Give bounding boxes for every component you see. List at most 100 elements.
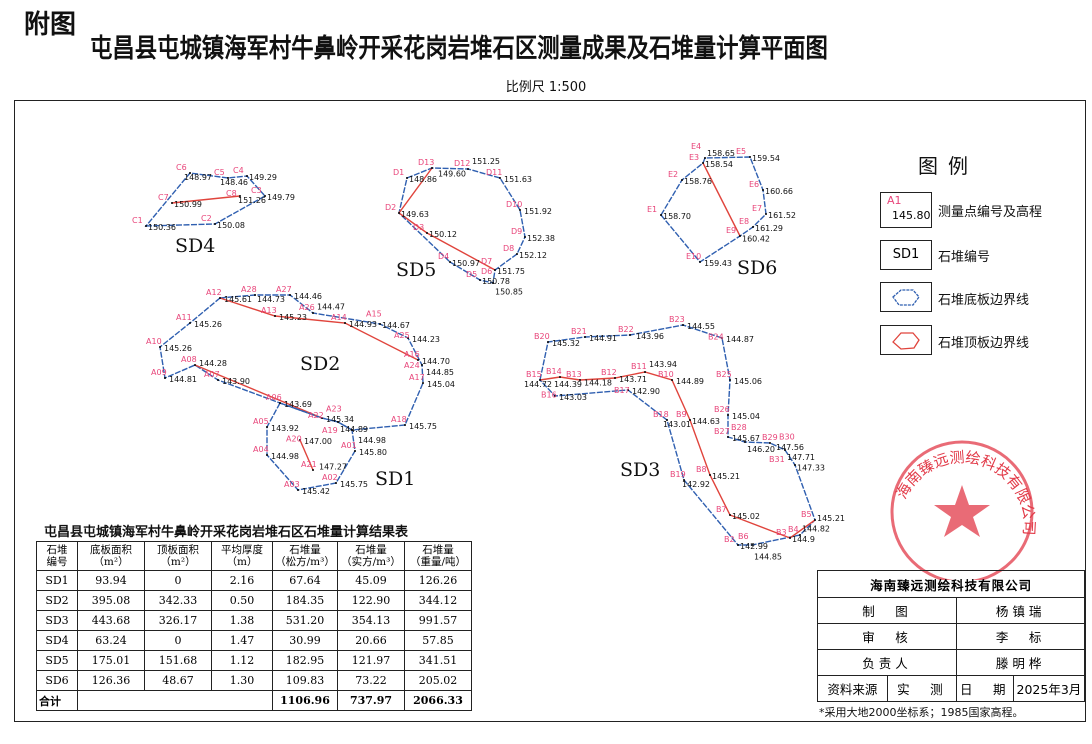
survey-point-name: A14	[331, 313, 347, 322]
survey-point-marker	[737, 544, 739, 546]
sd1-top-boundary	[299, 439, 314, 471]
survey-point-marker	[145, 225, 147, 227]
survey-point-name: D6	[481, 267, 492, 276]
survey-point-marker	[727, 436, 729, 438]
survey-point-name: A06	[266, 393, 282, 402]
legend-label-base: 石堆底板边界线	[938, 293, 1030, 308]
survey-point-name: B20	[534, 332, 550, 341]
results-cell: 30.99	[272, 630, 338, 651]
survey-point-marker	[354, 450, 356, 452]
survey-point-name: A12	[206, 288, 222, 297]
survey-point-elevation: 145.75	[409, 422, 437, 431]
survey-point-marker	[312, 469, 314, 471]
survey-point-elevation: 144.73	[257, 295, 285, 304]
sd2-top-boundary-2	[194, 364, 323, 419]
legend-title: 图例	[918, 154, 978, 178]
survey-point-elevation: 144.67	[382, 321, 410, 330]
survey-point-marker	[398, 212, 400, 214]
results-cell: 326.17	[144, 610, 212, 631]
survey-point-name: E4	[691, 142, 701, 151]
survey-point-marker	[814, 519, 816, 521]
survey-point-name: B18	[653, 410, 669, 419]
survey-point-name: C7	[158, 193, 169, 202]
survey-point-elevation: 145.26	[194, 320, 222, 329]
survey-point-elevation: 144.9	[792, 535, 815, 544]
legend-base-sample	[880, 282, 932, 312]
sd3-base-boundary	[539, 324, 816, 546]
survey-point-marker	[426, 232, 428, 234]
survey-point-name: B19	[670, 470, 686, 479]
survey-point-elevation: 143.03	[559, 393, 587, 402]
survey-point-name: D8	[503, 244, 514, 253]
survey-point-name: A21	[301, 460, 317, 469]
survey-point-name: B17	[614, 386, 630, 395]
source-value: 实 测	[886, 675, 958, 702]
survey-point-elevation: 147.56	[776, 443, 804, 452]
survey-point-name: D12	[454, 159, 470, 168]
survey-point-marker	[449, 261, 451, 263]
survey-point-elevation: 152.12	[519, 251, 547, 260]
survey-point-marker	[789, 537, 791, 539]
results-cell: 342.33	[144, 590, 212, 611]
survey-point-name: A26	[299, 303, 315, 312]
survey-point-elevation: 160.42	[742, 235, 770, 244]
survey-point-name: E5	[736, 147, 746, 156]
survey-point-name: B2	[724, 535, 735, 544]
survey-point-marker	[417, 359, 419, 361]
results-header-cell: 石堆量 （松方/m³）	[272, 541, 338, 571]
survey-point-elevation: 144.55	[687, 322, 715, 331]
date-value: 2025年3月	[1012, 675, 1086, 702]
results-cell: 0	[144, 570, 212, 591]
survey-point-name: D11	[486, 168, 502, 177]
survey-point-elevation: 147.27	[319, 463, 347, 472]
survey-point-marker	[516, 253, 518, 255]
survey-point-marker	[579, 379, 581, 381]
survey-point-marker	[627, 389, 629, 391]
survey-point-elevation: 158.65	[707, 149, 735, 158]
survey-point-marker	[337, 421, 339, 423]
survey-point-marker	[194, 364, 196, 366]
survey-point-name: B15	[526, 370, 542, 379]
survey-point-marker	[407, 337, 409, 339]
survey-point-name: C2	[201, 214, 212, 223]
results-header-cell: 顶板面积 （m²）	[144, 541, 212, 571]
survey-point-elevation: 158.70	[663, 212, 691, 221]
survey-point-marker	[227, 177, 229, 179]
survey-point-elevation: 158.76	[684, 177, 712, 186]
survey-point-marker	[539, 379, 541, 381]
total-blank	[77, 690, 273, 711]
survey-point-elevation: 144.89	[340, 425, 368, 434]
survey-point-elevation: 144.93	[349, 320, 377, 329]
survey-point-marker	[189, 172, 191, 174]
survey-point-elevation: 145.21	[817, 514, 845, 523]
results-cell: 73.22	[337, 670, 405, 691]
survey-point-elevation: 149.63	[401, 210, 429, 219]
results-header-cell: 石堆量 （重量/吨）	[404, 541, 472, 571]
survey-point-name: B25	[716, 370, 732, 379]
survey-point-name: A28	[241, 285, 257, 294]
survey-point-marker	[297, 489, 299, 491]
survey-point-marker	[312, 312, 314, 314]
survey-point-name: B29	[762, 433, 778, 442]
date-label: 日 期	[956, 675, 1014, 702]
survey-point-elevation: 143.01	[663, 420, 691, 429]
survey-point-elevation: 144.87	[726, 335, 754, 344]
survey-point-elevation: 144.18	[584, 379, 612, 388]
results-cell: 57.85	[404, 630, 472, 651]
results-cell: 48.67	[144, 670, 212, 691]
survey-point-elevation: 145.02	[732, 512, 760, 521]
results-cell: 354.13	[337, 610, 405, 631]
survey-point-marker	[744, 441, 746, 443]
results-cell: 126.26	[404, 570, 472, 591]
survey-point-elevation: 150.12	[429, 230, 457, 239]
results-cell: 1.38	[211, 610, 273, 631]
survey-point-marker	[422, 382, 424, 384]
survey-point-elevation: 149.60	[438, 170, 466, 179]
results-cell: 45.09	[337, 570, 405, 591]
legend-sample-point-name: A1	[887, 194, 902, 207]
survey-point-marker	[704, 157, 706, 159]
survey-point-name: C3	[251, 186, 262, 195]
